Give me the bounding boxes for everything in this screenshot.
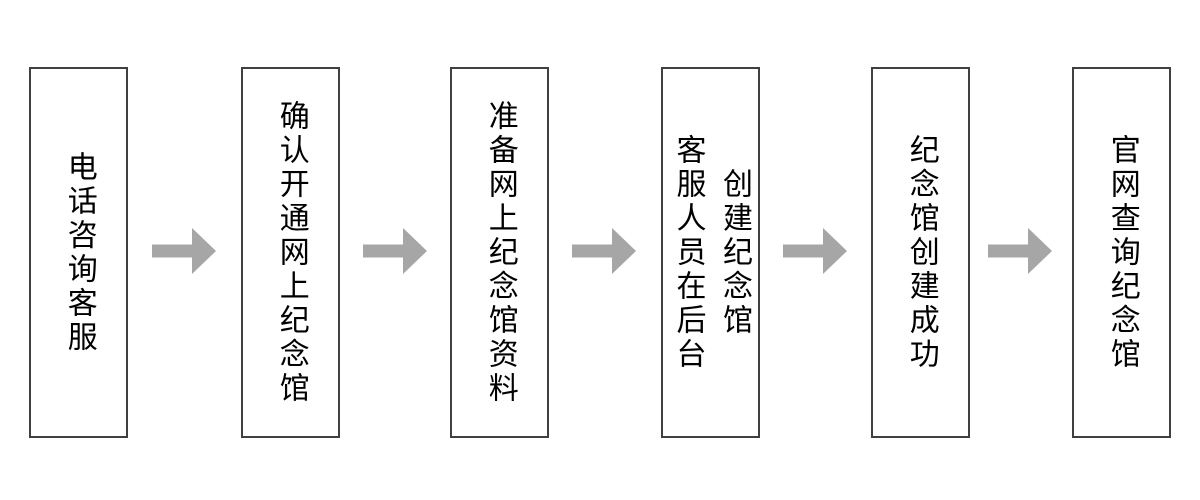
flow-step-2-label: 确认开通网上纪念馆 <box>274 99 308 406</box>
arrow-right-shape <box>988 228 1052 274</box>
flow-step-6-label: 官网查询纪念馆 <box>1105 133 1139 372</box>
flow-step-5: 纪念馆创建成功 <box>871 67 970 438</box>
arrow-right-shape <box>152 228 216 274</box>
arrow-right-shape <box>363 228 427 274</box>
flow-step-4-label: 客服人员在后台 创建纪念馆 <box>671 133 752 372</box>
arrow-right-shape <box>572 228 636 274</box>
flow-step-5-label: 纪念馆创建成功 <box>904 133 938 372</box>
arrow-right-icon <box>783 228 847 274</box>
arrow-right-icon <box>363 228 427 274</box>
arrow-right-icon <box>988 228 1052 274</box>
flow-step-2: 确认开通网上纪念馆 <box>241 67 340 438</box>
flow-step-3: 准备网上纪念馆资料 <box>450 67 549 438</box>
flow-step-3-label: 准备网上纪念馆资料 <box>483 99 517 406</box>
flow-step-6: 官网查询纪念馆 <box>1072 67 1171 438</box>
arrow-right-icon <box>152 228 216 274</box>
flow-step-1: 电话咨询客服 <box>29 67 128 438</box>
arrow-right-shape <box>783 228 847 274</box>
flow-step-1-label: 电话咨询客服 <box>62 150 96 355</box>
arrow-right-icon <box>572 228 636 274</box>
flow-step-4: 客服人员在后台 创建纪念馆 <box>661 67 760 438</box>
